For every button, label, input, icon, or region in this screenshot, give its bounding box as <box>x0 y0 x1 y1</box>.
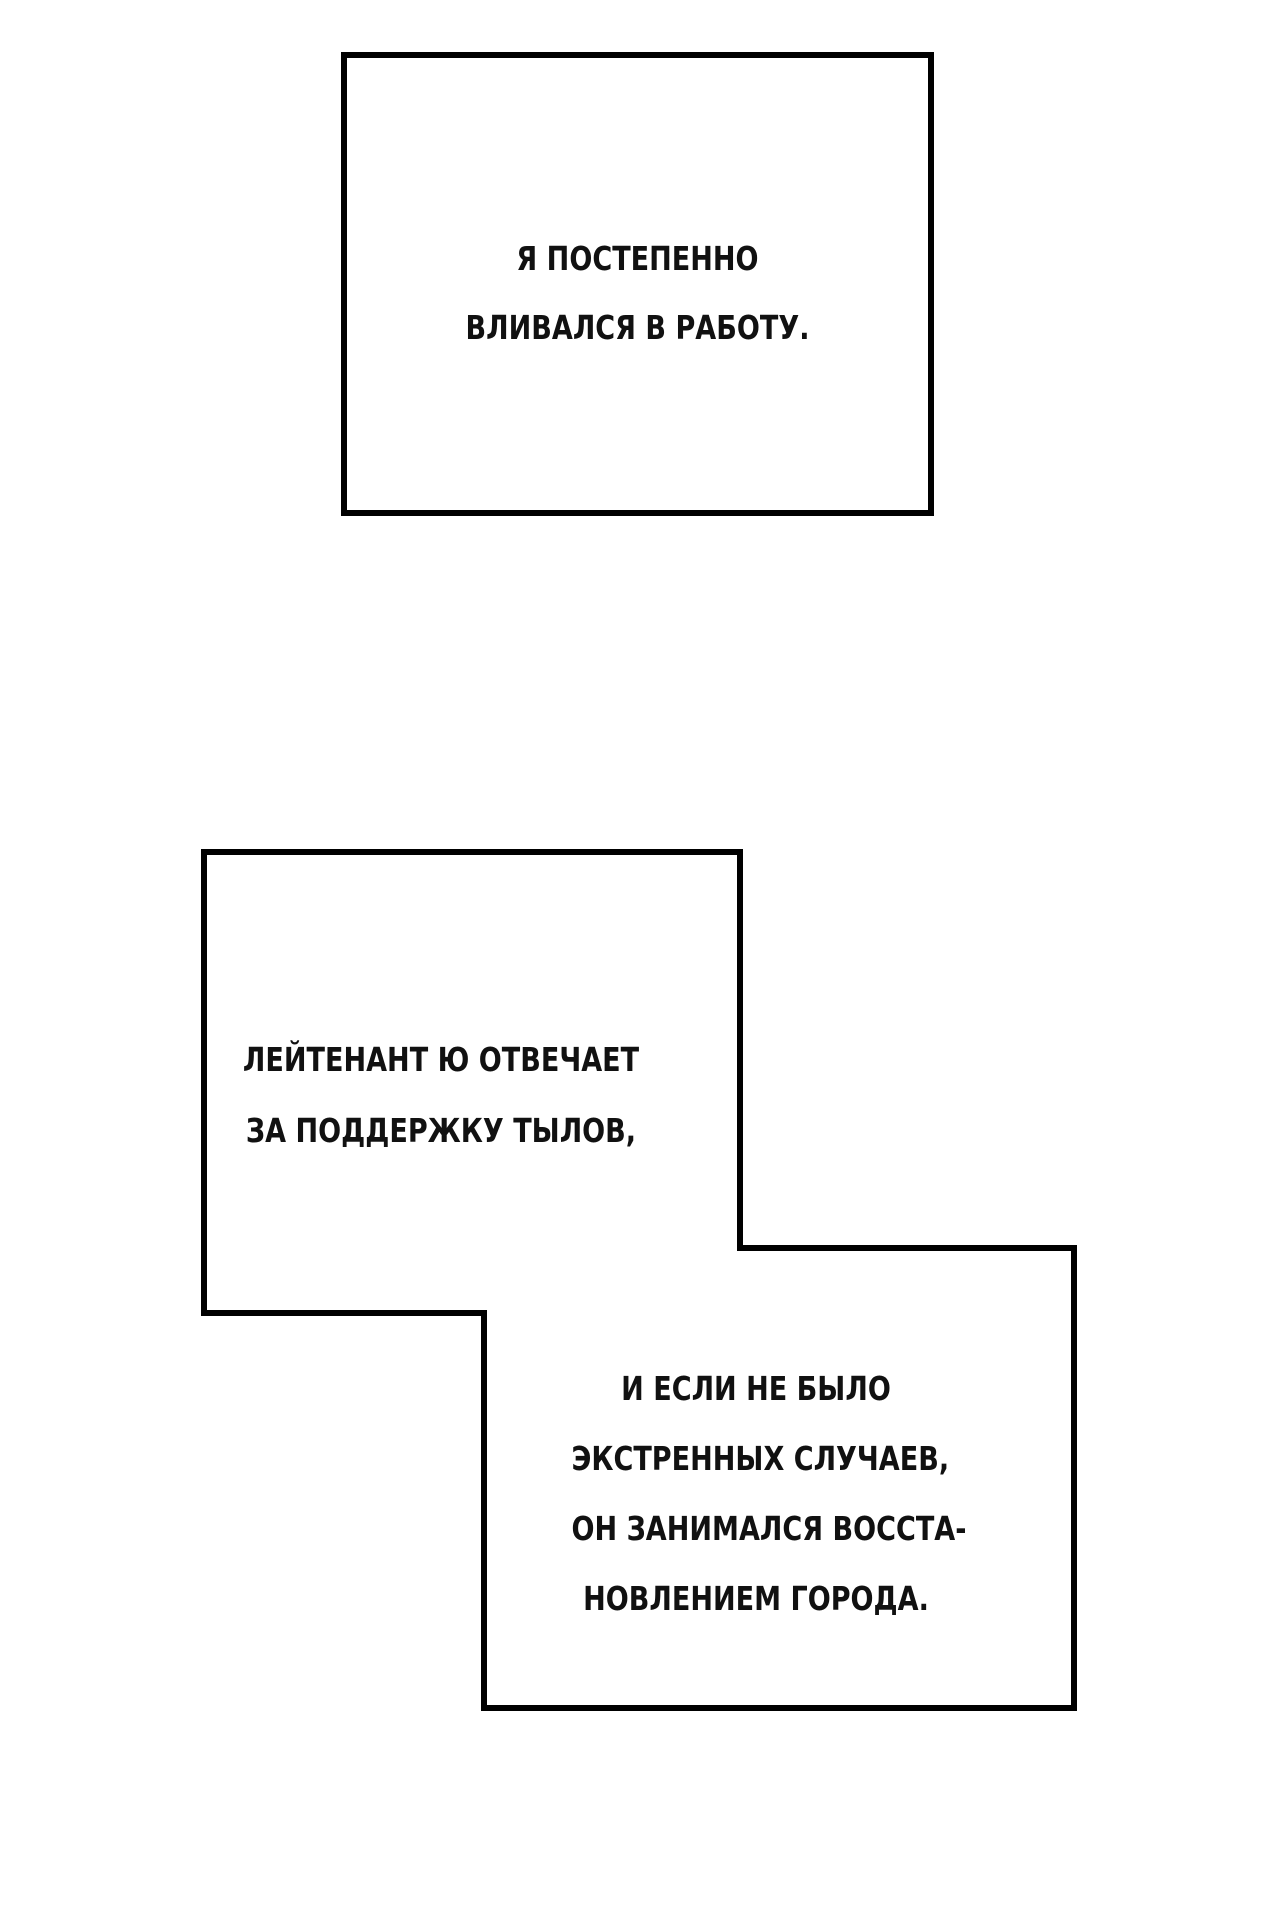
caption-line: вливался в работу. <box>465 308 810 347</box>
caption-line: Я постепенно <box>516 239 759 278</box>
narration-box-top <box>341 52 934 516</box>
caption-line: он занимался восста- <box>571 1509 967 1548</box>
caption-line: экстренных случаев, <box>571 1439 950 1478</box>
narration-caption-top: Я постепенно вливался в работу. <box>435 224 839 362</box>
caption-line: Лейтенант Ю отвечает <box>242 1040 640 1079</box>
narration-caption-upper: Лейтенант Ю отвечает за поддержку тылов, <box>236 1024 646 1166</box>
caption-line: за поддержку тылов, <box>245 1111 637 1150</box>
narration-caption-lower: и если не было экстренных случаев, он за… <box>571 1354 967 1634</box>
stepped-box-outline <box>201 849 1077 1711</box>
caption-line: новлением города. <box>583 1579 929 1618</box>
caption-line: и если не было <box>621 1369 891 1408</box>
